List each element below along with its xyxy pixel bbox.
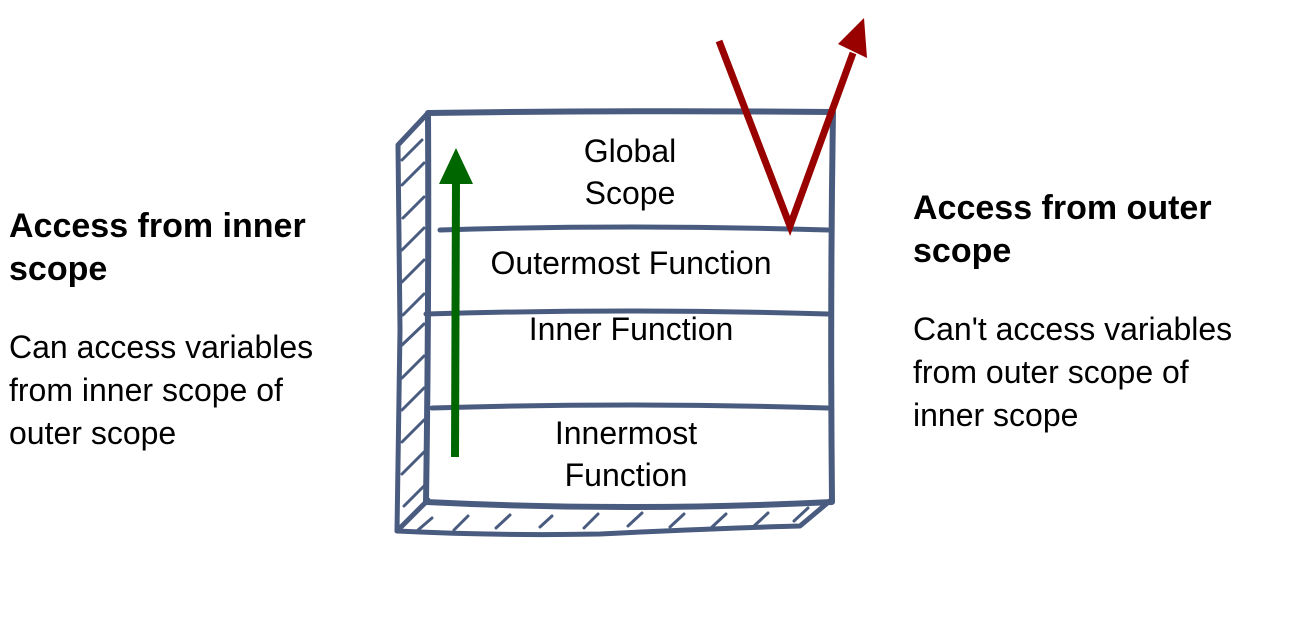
outer-access-title: Access from outer scope [913, 189, 1212, 270]
layer-label-innermost: Innermost Function [554, 415, 698, 493]
inner-access-description: Can access variables from inner scope of… [9, 329, 314, 451]
layer-label-inner: Inner Function [528, 311, 734, 347]
box-side-hatching [400, 138, 428, 508]
divider-global [437, 224, 831, 233]
divider-outermost [423, 308, 831, 317]
box-bottom-hatching [416, 506, 810, 532]
inner-access-title: Access from inner scope [9, 207, 306, 288]
inner-access-arrow [439, 148, 473, 458]
scope-box [394, 108, 836, 538]
box-outline [423, 108, 836, 510]
layer-label-outermost: Outermost Function [490, 245, 772, 281]
divider-inner [429, 402, 831, 411]
box-bottom-face [394, 497, 834, 538]
layer-label-global: Global Scope [583, 133, 677, 211]
outer-access-description: Can't access variables from outer scope … [913, 311, 1233, 433]
outer-access-arrow [715, 18, 867, 236]
box-side-face [394, 110, 431, 534]
